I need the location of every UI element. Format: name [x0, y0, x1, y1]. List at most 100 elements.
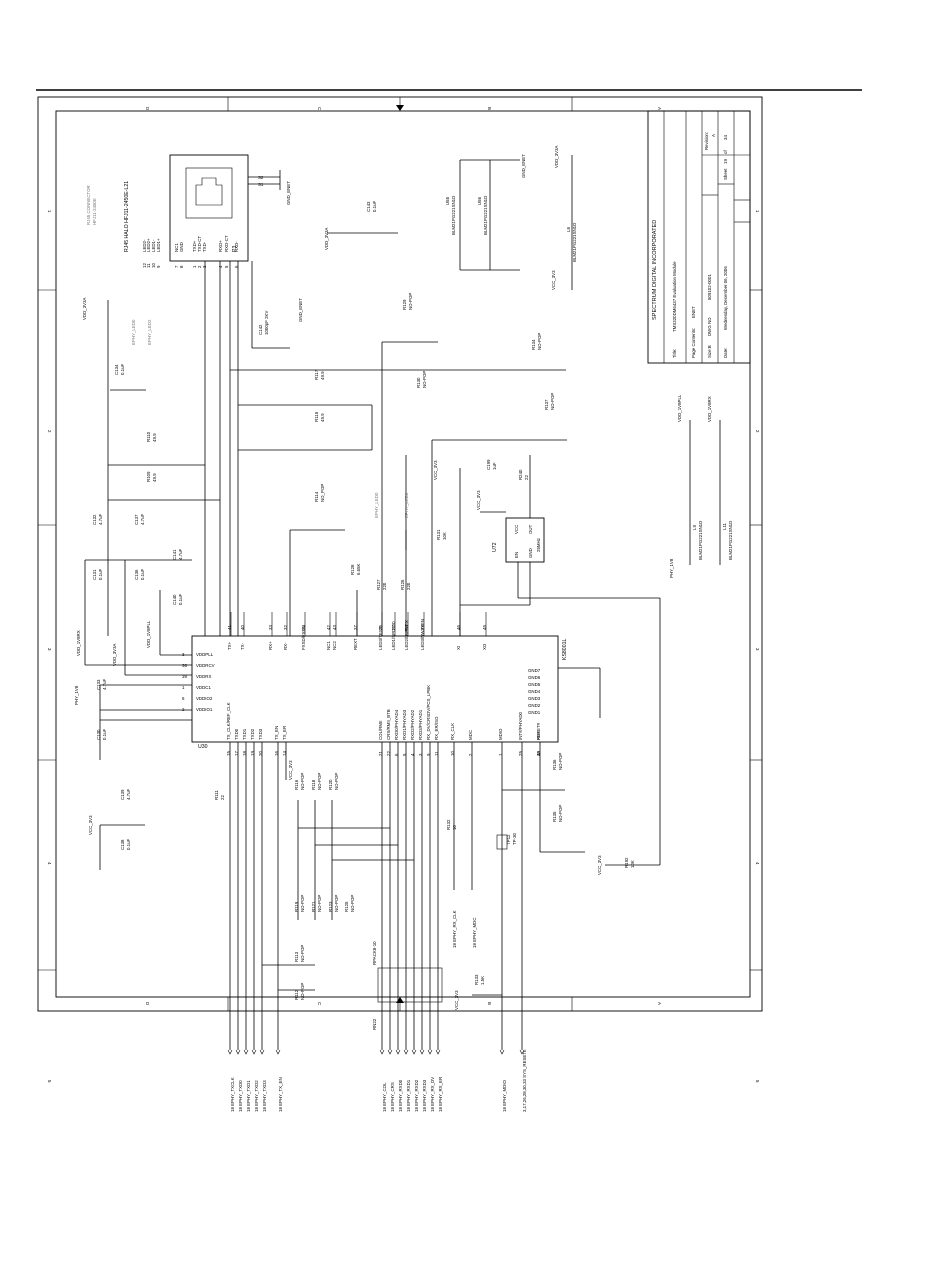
bottom-port-arrow	[251, 1049, 257, 1055]
component-ref: R109	[146, 471, 151, 482]
phy-bottom-pin-name: RXD3/PHYAD1	[418, 709, 423, 740]
component-value: 0.1uF	[120, 363, 125, 375]
ferrite-part: BLM21PG221SN1D	[728, 521, 733, 560]
of-label: of	[723, 150, 728, 154]
phy-pin-num: 46	[456, 625, 461, 630]
component-value: 4.7uF	[98, 513, 103, 525]
rj45-shield-net: GND_ENET	[286, 181, 291, 205]
rj45-pin-name: RXD-	[234, 241, 239, 252]
component-ref: R123	[328, 901, 333, 912]
component-ref: R136	[552, 759, 557, 770]
component-value: 10	[452, 825, 457, 830]
component-value: NO_POP	[320, 484, 325, 502]
component-value: 49.9	[320, 413, 325, 422]
bottom-port-label: 18 EPHY_RXD3	[422, 1079, 427, 1112]
phy-bottom-pin-name: MDC	[468, 730, 473, 740]
net-vdd3v3a-right: VDD_3V3A	[554, 145, 559, 168]
phy-pin-num: 27	[391, 625, 396, 630]
phy-pin-num: 33	[268, 625, 273, 630]
net-vcc3v3-left: VCC_3V3	[88, 815, 93, 835]
oscillator-u72: U72 25MHz EN VCC GND OUT	[492, 517, 545, 563]
ferrite-part: BLM21PG221SN1D	[483, 196, 488, 235]
rj45-pin-num: 11	[146, 263, 151, 268]
phy-bottom-pin-num: 14	[282, 751, 287, 756]
resistor-pack: RN22 RPACK8-10	[372, 941, 443, 1030]
phy-bottom-pin-num: 17	[234, 751, 239, 756]
bottom-port-label: 3,17,26,28,30,33 SYS_RESETn	[522, 1049, 527, 1112]
bottom-port-label: 18 EPHY_COL	[382, 1082, 387, 1112]
sheet-value: 19	[723, 159, 728, 164]
component-ref: R192	[624, 857, 629, 868]
phy-pin-name: LED2/DUPLEX	[404, 620, 409, 650]
zone-labels: D C B A D C B A 1 2 3 4 5 1 2 3 4 5	[47, 107, 760, 1083]
phy-bottom-pin-name: RXD0/PHYAD4	[394, 709, 399, 740]
mid-port-label: 18 EPHY_MDC	[472, 917, 477, 948]
phy-pin-num: 40	[240, 625, 245, 630]
rj45-pin-name: LED2+	[146, 238, 151, 252]
zone-left-2: 2	[47, 430, 52, 433]
zone-bottom-c: C	[317, 1002, 322, 1005]
net-vcc3v3-osc2: VCC_3V3	[476, 490, 481, 510]
zone-right-3: 3	[755, 648, 760, 651]
zone-left-1: 1	[47, 210, 52, 213]
phy-power-pin-name: VDDRCV	[196, 663, 215, 668]
bottom-port-arrow	[259, 1049, 265, 1055]
component-ref: R120	[328, 779, 333, 790]
phy-bottom-pin-num: 18	[242, 751, 247, 756]
phy-bottom-pin-name: TXD3	[258, 728, 263, 740]
rj45-pin-num: 6	[234, 265, 239, 268]
component-value: 0.1uF	[140, 568, 145, 580]
phy-bottom-pin-name: CRS/RMII_BTB	[386, 709, 391, 740]
phy-bottom-pin-num: 25	[518, 751, 523, 756]
phy-bottom-pin-num: 20	[258, 751, 263, 756]
osc-ref: U72	[492, 542, 498, 552]
company-name: SPECTRUM DIGITAL INCORPORATED	[652, 220, 658, 320]
component-value: NO-POP	[317, 773, 322, 790]
phy-power-pin-name: VDDPLL	[196, 652, 214, 657]
rj45-pin-num: 10	[151, 263, 156, 268]
bottom-port-arrow	[499, 1049, 505, 1055]
phy-power-pin-num: 3	[182, 652, 185, 657]
page-contents-label: Page Contents:	[691, 328, 696, 358]
component-ref: R129	[402, 299, 407, 310]
phy-bottom-pin-name: TX_CLK/REF_CLK	[226, 702, 231, 740]
bottom-port-label: 18 EPHY_TXD2	[254, 1080, 259, 1112]
rpack-ref: RPACK8-10	[372, 941, 377, 965]
phy-pin-name: TX-	[240, 642, 245, 650]
zone-right-5: 5	[755, 1080, 760, 1083]
net-ephy-led0-phy: EPHY_LED0	[374, 492, 379, 518]
component-value: 49.9	[152, 433, 157, 442]
component-ref: R118	[311, 779, 316, 790]
rj45-pin-name: TXD-	[202, 241, 207, 252]
component-ref: R132	[446, 819, 451, 830]
tp12-body	[496, 834, 508, 850]
component-ref: R240	[518, 469, 523, 480]
phy-power-pin-name: VDDC1	[196, 685, 211, 690]
component-value: 22	[524, 475, 529, 480]
bottom-port-arrow	[275, 1049, 281, 1055]
bottom-port-arrow	[411, 1049, 417, 1055]
ferrite-ref: U56	[477, 196, 482, 205]
zone-left-3: 3	[47, 648, 52, 651]
component-ref: R121	[311, 901, 316, 912]
phy-bottom-pin-num: 22	[386, 751, 391, 756]
rj45-pin-name: LED1+	[156, 238, 161, 252]
osc-pin-vcc: VCC	[514, 525, 519, 534]
phy-bottom-pin-name: TX_EN	[274, 726, 279, 740]
phy-power-pin-num: 6	[182, 696, 185, 701]
ferrite-part: BLM21PG221SN1D	[698, 521, 703, 560]
component-value: 49.9	[320, 371, 325, 380]
component-ref: R133	[474, 974, 479, 985]
zone-right-4: 4	[755, 862, 760, 865]
revision-value: A	[711, 134, 716, 137]
component-ref: R131	[436, 529, 441, 540]
component-ref: R134	[531, 339, 536, 350]
zone-top-d: D	[145, 107, 150, 110]
bottom-port-arrow	[419, 1049, 425, 1055]
net-gnd-enet-ferrite: GND_ENET	[521, 154, 526, 178]
date-value: Wednesday, December 06, 2006	[723, 266, 728, 330]
zone-left-5: 5	[47, 1080, 52, 1083]
rj45-pin-name: LED2-	[142, 239, 147, 252]
phy-gnd-pin: GND2	[528, 703, 541, 708]
component-value: 220	[406, 582, 411, 590]
